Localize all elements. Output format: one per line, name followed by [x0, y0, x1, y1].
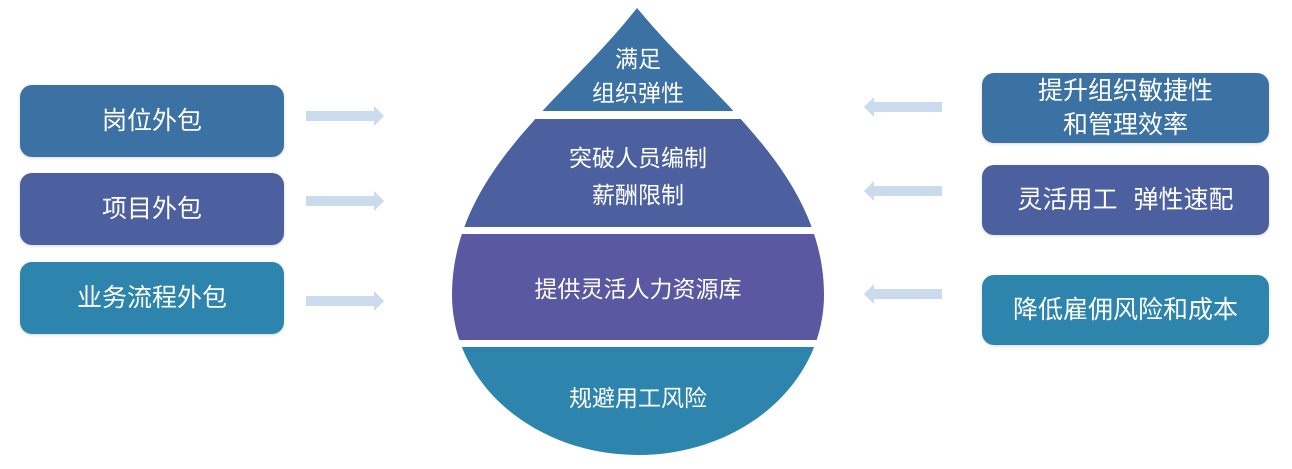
right-box-line: 降低雇佣风险和成本 — [1012, 295, 1238, 324]
right-box-agility: 提升组织敏捷性 和管理效率 — [982, 73, 1269, 143]
left-arrow-icon — [864, 97, 942, 117]
left-box-process-outsourcing: 业务流程外包 — [20, 262, 284, 334]
right-box-flexible-staffing: 灵活用工 弹性速配 — [982, 165, 1269, 235]
drop-layer-2-shape — [452, 119, 824, 227]
left-box-label: 业务流程外包 — [76, 283, 227, 312]
left-box-project-outsourcing: 项目外包 — [20, 173, 284, 245]
drop-layer-2-line-2: 薪酬限制 — [592, 183, 684, 209]
left-arrow-icon — [864, 181, 942, 201]
left-box-position-outsourcing: 岗位外包 — [20, 85, 284, 157]
drop-layer-3-line-1: 提供灵活人力资源库 — [535, 277, 742, 303]
left-box-label: 岗位外包 — [101, 106, 202, 135]
left-box-label: 项目外包 — [101, 194, 202, 223]
right-arrow-icon — [306, 291, 384, 311]
right-box-line: 提升组织敏捷性 — [1037, 76, 1213, 105]
right-arrow-icon — [306, 106, 384, 126]
drop-layer-2-line-1: 突破人员编制 — [569, 146, 707, 172]
right-box-line: 和管理效率 — [1062, 110, 1188, 139]
right-arrow-icon — [306, 191, 384, 211]
drop-layer-1-line-1: 满足 — [615, 47, 661, 73]
drop-layer-1-line-2: 组织弹性 — [592, 81, 684, 107]
drop-layer-3-shape — [452, 234, 824, 340]
drop-layer-4-line-1: 规避用工风险 — [569, 386, 707, 412]
right-box-line: 灵活用工 弹性速配 — [1017, 185, 1234, 214]
left-arrow-icon — [864, 284, 942, 304]
right-box-reduce-risk: 降低雇佣风险和成本 — [982, 275, 1269, 345]
